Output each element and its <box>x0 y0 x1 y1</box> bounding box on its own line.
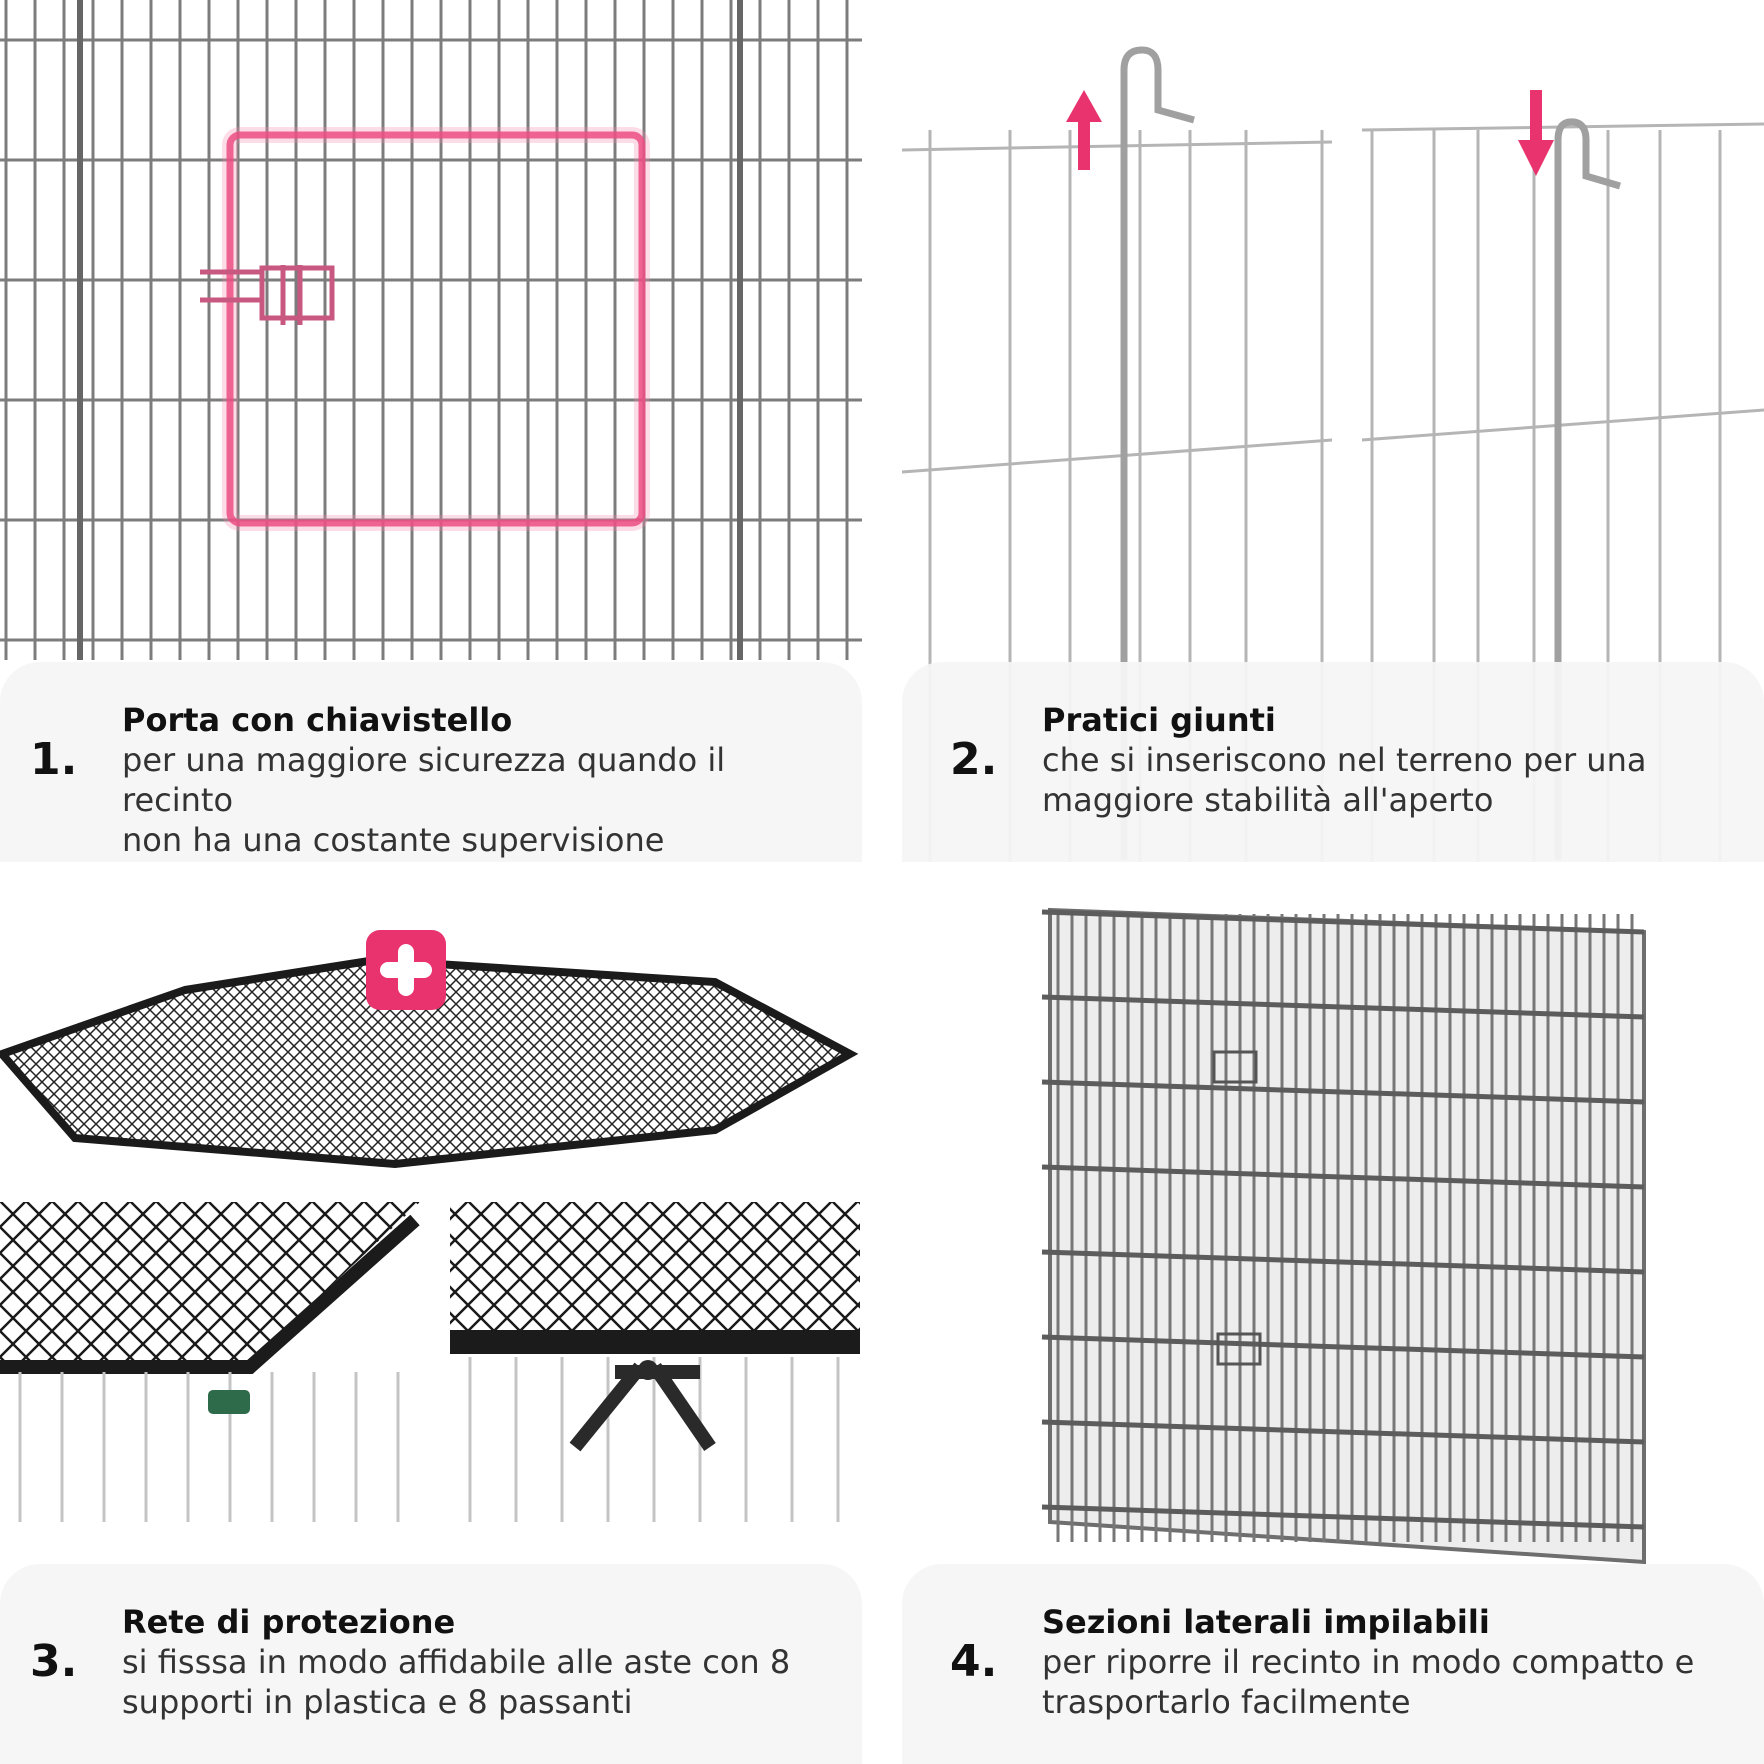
arrow-down-icon <box>1518 90 1554 176</box>
feature-desc-line2: trasportarlo facilmente <box>1042 1683 1411 1721</box>
peg-left <box>1120 46 1195 860</box>
feature-title: Porta con chiavistello <box>122 701 513 739</box>
feature-panel-joints: 2. Pratici giunti che si inseriscono nel… <box>902 0 1764 862</box>
feature-title: Rete di protezione <box>122 1603 456 1641</box>
feature-title: Sezioni laterali impilabili <box>1042 1603 1490 1641</box>
peg-right <box>1554 118 1621 860</box>
feature-number: 4. <box>950 1636 998 1687</box>
feature-panel-door: 1. Porta con chiavistello per una maggio… <box>0 0 862 862</box>
feature-number: 1. <box>30 734 78 785</box>
caption-box: 2. Pratici giunti che si inseriscono nel… <box>902 662 1764 862</box>
latch-icon <box>200 265 335 325</box>
latch-icon <box>1212 1050 1262 1366</box>
stacked-panels-illustration <box>1041 907 1646 1565</box>
octagon-net <box>0 955 859 1169</box>
tie-detail <box>450 1202 860 1522</box>
door-highlight <box>226 131 646 527</box>
feature-panel-stack: 4. Sezioni laterali impilabili per ripor… <box>902 902 1764 1764</box>
feature-number: 2. <box>950 734 998 785</box>
net-illustration <box>0 930 860 1522</box>
caption-box: 4. Sezioni laterali impilabili per ripor… <box>902 1564 1764 1764</box>
feature-panel-net: 3. Rete di protezione si fisssa in modo … <box>0 902 862 1764</box>
feature-desc-line1: per una maggiore sicurezza quando il rec… <box>122 741 726 819</box>
caption-box: 3. Rete di protezione si fisssa in modo … <box>0 1564 862 1764</box>
feature-number: 3. <box>30 1636 78 1687</box>
feature-desc-line2: non ha una costante supervisione <box>122 821 665 859</box>
arrow-up-icon <box>1066 90 1102 170</box>
feature-desc-line1: per riporre il recinto in modo compatto … <box>1042 1643 1695 1681</box>
feature-desc-line2: maggiore stabilità all'aperto <box>1042 781 1494 819</box>
caption-box: 1. Porta con chiavistello per una maggio… <box>0 662 862 862</box>
feature-title: Pratici giunti <box>1042 701 1276 739</box>
clip-detail <box>0 1202 420 1522</box>
feature-desc-line1: che si inseriscono nel terreno per una <box>1042 741 1647 779</box>
feature-desc-line2: supporti in plastica e 8 passanti <box>122 1683 633 1721</box>
feature-desc-line1: si fisssa in modo affidabile alle aste c… <box>122 1643 791 1681</box>
door-latch-illustration <box>0 0 862 660</box>
plus-icon <box>366 930 446 1010</box>
